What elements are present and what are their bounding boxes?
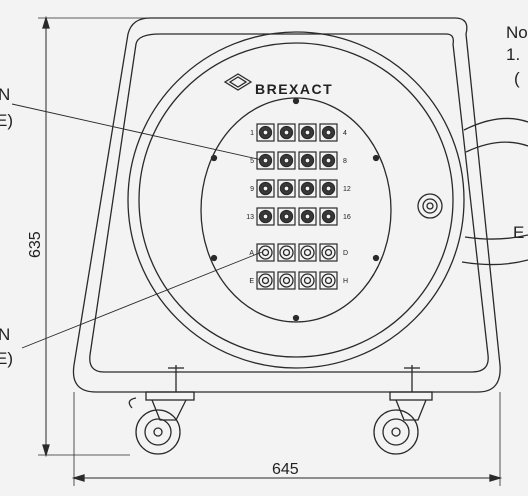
panel-outer-ring	[127, 31, 465, 369]
multipin-connector	[298, 123, 317, 142]
xlr-connector	[319, 271, 338, 290]
cable	[464, 234, 528, 240]
leader-line-lower	[21, 251, 263, 349]
brand-name: BREXACT	[255, 81, 333, 97]
row-label-right: 12	[343, 186, 351, 193]
screw	[372, 254, 380, 262]
row-label-right: 16	[343, 214, 351, 221]
housing-inner-outline	[89, 33, 489, 373]
screw	[292, 97, 300, 105]
screw	[210, 154, 218, 162]
multipin-connector	[298, 151, 317, 170]
xlr-connector	[277, 243, 296, 262]
row-label-left: E	[249, 278, 254, 285]
connector-plate	[200, 97, 392, 323]
notes-item-number: 1.	[506, 45, 520, 64]
leader-line-upper	[11, 103, 263, 161]
screw	[210, 254, 218, 262]
round-receptacle	[417, 193, 443, 219]
multipin-connector	[256, 151, 275, 170]
xlr-connector	[277, 271, 296, 290]
callout-lower-e: E)	[0, 349, 13, 368]
row-label-left: 5	[250, 158, 254, 165]
row-label-left: 13	[246, 214, 254, 221]
notes-heading: No	[506, 23, 528, 42]
cable	[463, 117, 528, 131]
row-label-left: A	[249, 250, 254, 257]
row-labels: 1 4 5 8 9 12 13 16A D E H	[246, 130, 351, 285]
xlr-connector	[256, 271, 275, 290]
multipin-connector	[319, 151, 338, 170]
brand-logo-icon	[223, 73, 253, 91]
callout-upper-e: E)	[0, 111, 13, 130]
brand-logo-icon	[228, 76, 248, 88]
screw	[372, 154, 380, 162]
row-label-right: D	[343, 250, 348, 257]
connector-grid	[256, 123, 338, 290]
multipin-connector	[277, 207, 296, 226]
caster-left	[128, 365, 195, 455]
xlr-connector	[319, 243, 338, 262]
xlr-connector	[298, 243, 317, 262]
multipin-connector	[277, 179, 296, 198]
panel-inner-ring	[138, 42, 454, 358]
callout-upper-n: N	[0, 85, 10, 104]
multipin-connector	[319, 179, 338, 198]
multipin-connector	[256, 123, 275, 142]
right-label: E	[513, 223, 524, 242]
housing-outline	[72, 17, 501, 393]
row-label-right: 4	[343, 130, 347, 137]
multipin-connector	[256, 207, 275, 226]
multipin-connector	[319, 123, 338, 142]
row-label-left: 9	[250, 186, 254, 193]
dimension-width-label: 645	[272, 461, 299, 478]
multipin-connector	[319, 207, 338, 226]
multipin-connector	[277, 151, 296, 170]
xlr-connector	[256, 243, 275, 262]
caster-right	[373, 365, 433, 455]
multipin-connector	[277, 123, 296, 142]
notes-open-paren: (	[514, 69, 520, 88]
round-receptacle-core	[426, 202, 434, 210]
xlr-connector	[298, 271, 317, 290]
dimension-height-label: 635	[27, 231, 44, 258]
multipin-connector	[298, 179, 317, 198]
row-label-right: 8	[343, 158, 347, 165]
callout-lower-n: N	[0, 325, 10, 344]
cable	[465, 141, 528, 153]
round-receptacle-inner	[422, 198, 438, 214]
multipin-connector	[298, 207, 317, 226]
row-label-left: 1	[250, 130, 254, 137]
multipin-connector	[256, 179, 275, 198]
cable	[461, 259, 528, 266]
screw	[292, 314, 300, 322]
row-label-right: H	[343, 278, 348, 285]
